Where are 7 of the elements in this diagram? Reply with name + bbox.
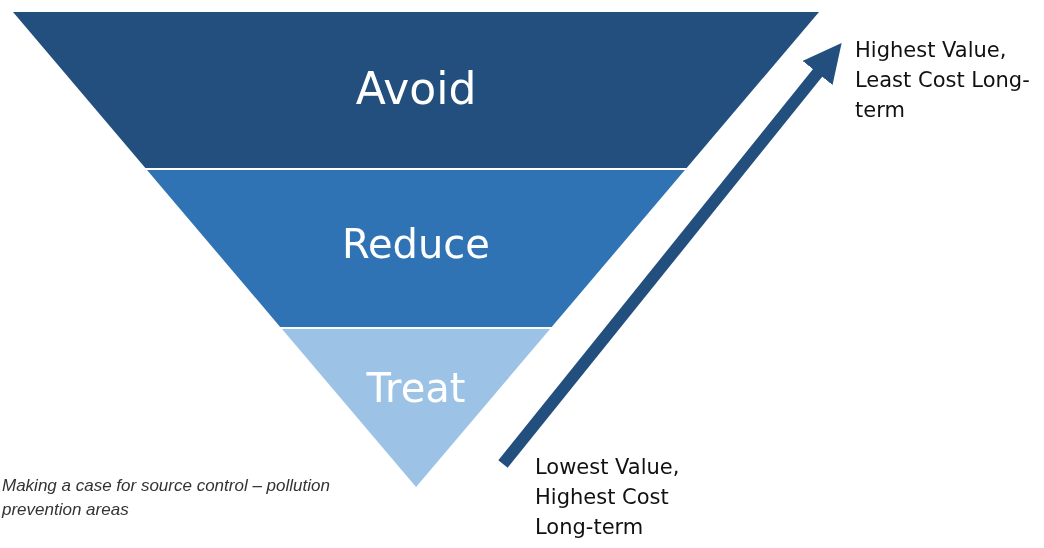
caption: Making a case for source control – pollution prevention areas (2, 475, 331, 521)
value-note: Lowest Value, Highest Cost Long-term (535, 454, 681, 541)
band-label: Reduce (342, 220, 490, 267)
band-label: Treat (366, 365, 466, 411)
arrow (498, 43, 842, 468)
band-label: Avoid (355, 62, 477, 114)
value-note: Highest Value, Least Cost Long-term (855, 37, 1031, 124)
